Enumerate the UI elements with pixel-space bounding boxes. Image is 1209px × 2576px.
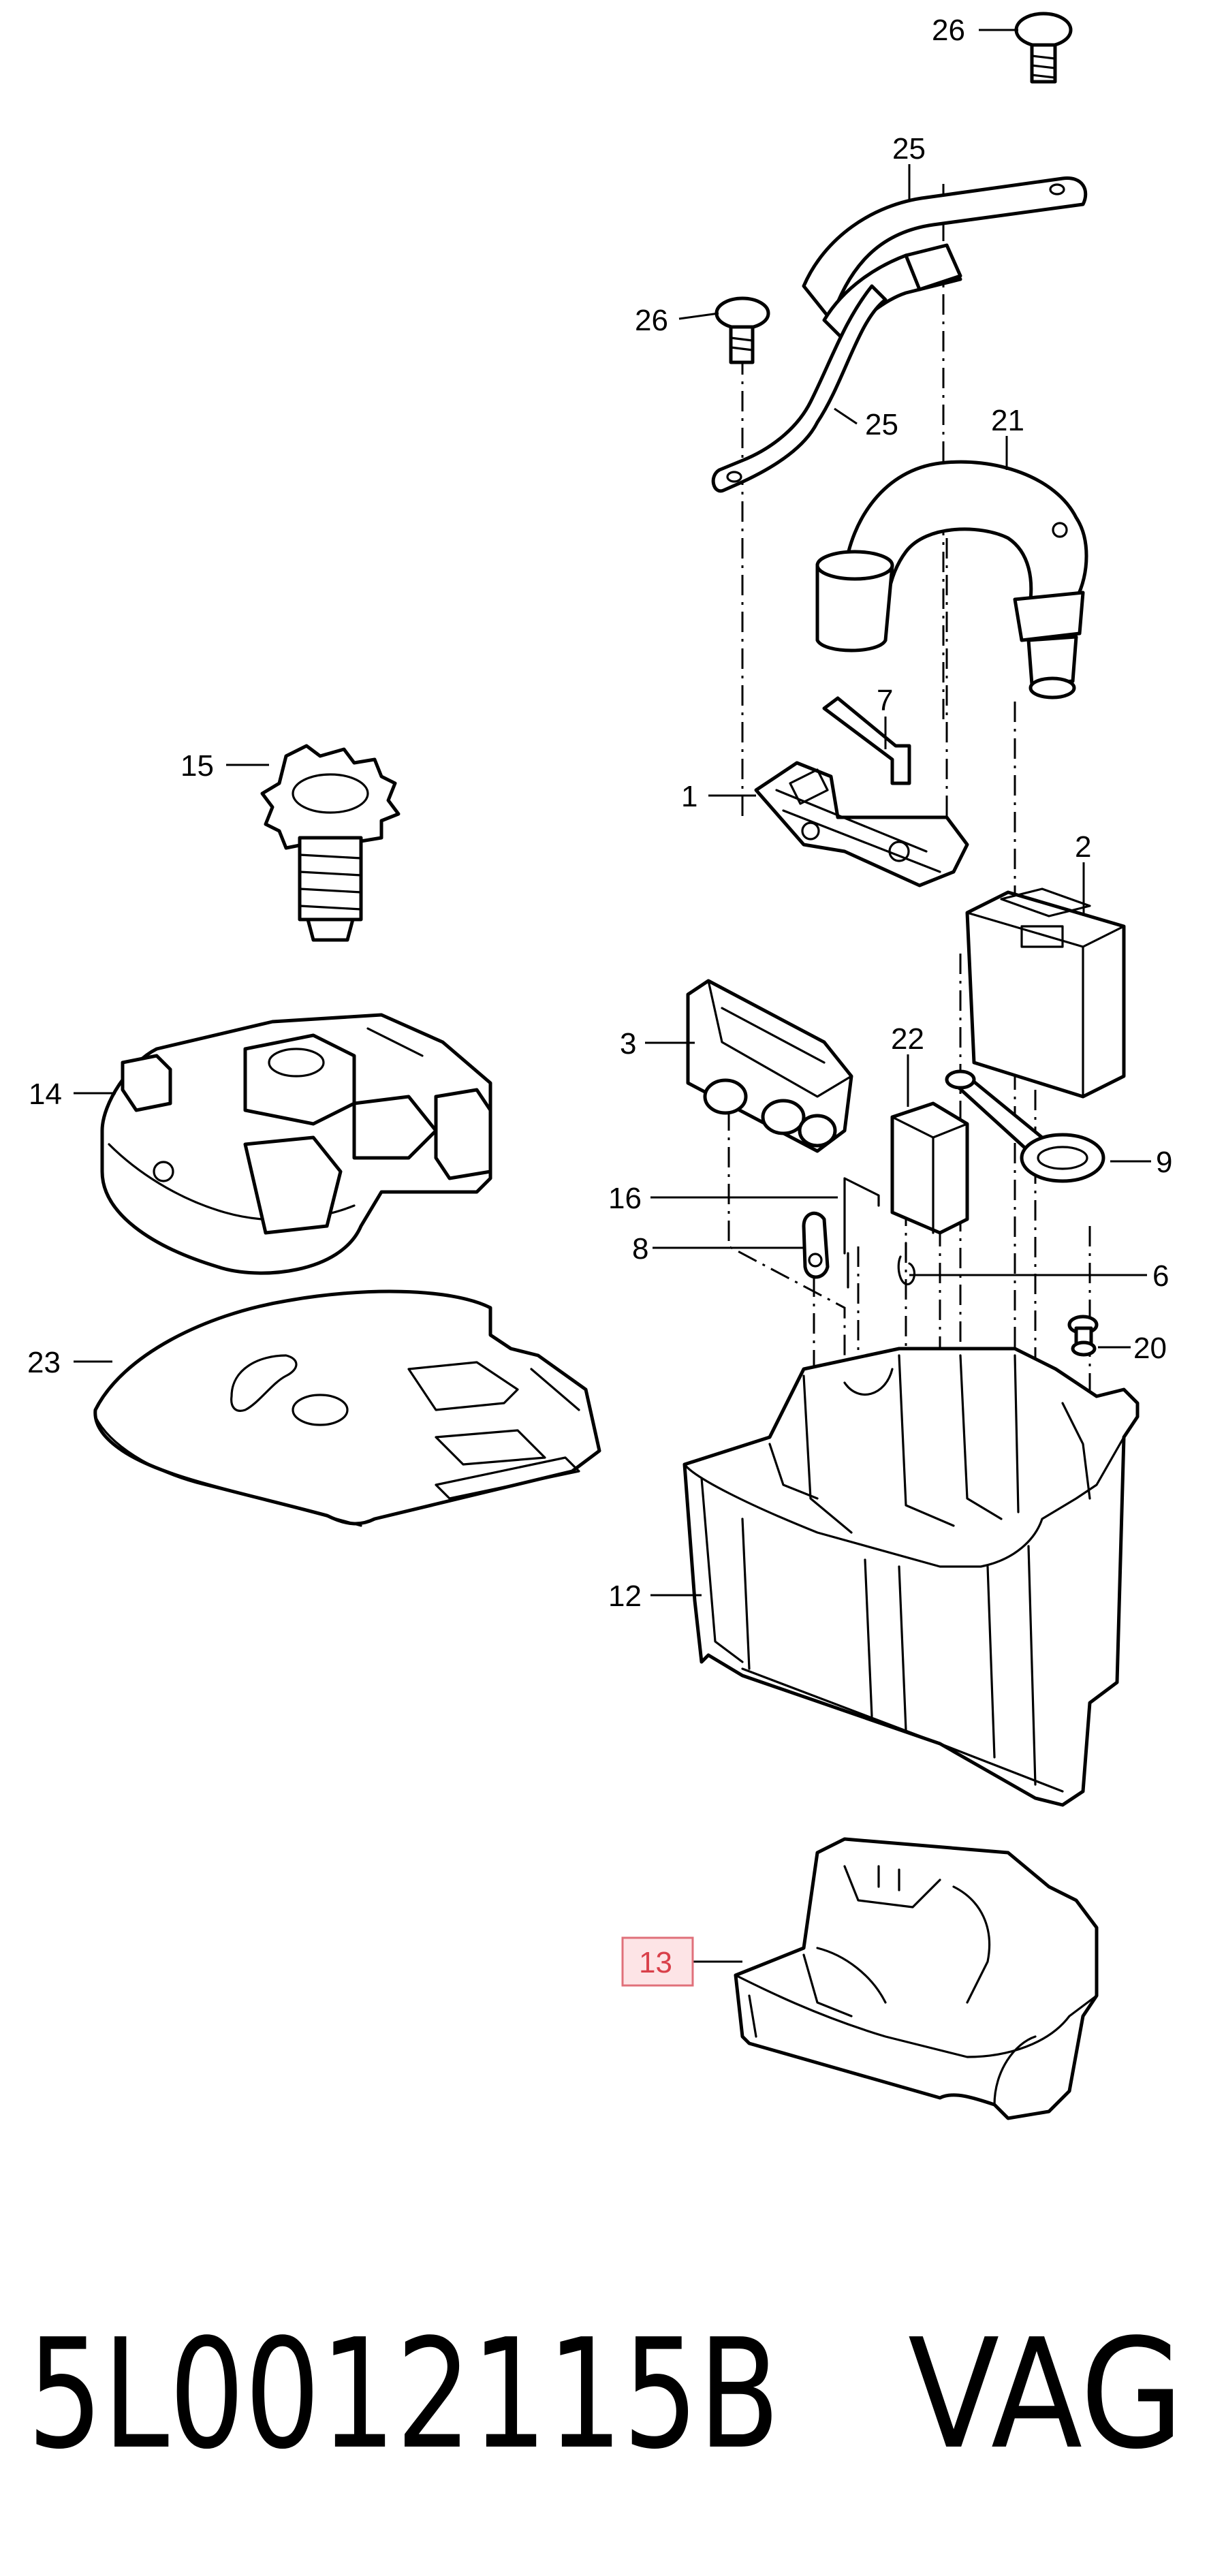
wire-hook-16-part <box>843 1177 880 1289</box>
jack-1-part <box>754 761 969 888</box>
callout-25-upper: 25 <box>892 132 926 166</box>
tray-insert-13-part <box>734 1837 1099 2120</box>
bolt-26-top-part <box>1014 12 1073 84</box>
callout-8: 8 <box>632 1232 648 1266</box>
callout-13-highlight: 13 <box>621 1936 694 1987</box>
callout-22: 22 <box>891 1022 924 1056</box>
hook-6-part <box>897 1242 916 1285</box>
callout-2: 2 <box>1075 830 1091 864</box>
handle-21-part <box>815 460 1088 700</box>
foam-insert-14-part <box>100 1013 492 1275</box>
callout-6: 6 <box>1152 1259 1169 1293</box>
callout-20: 20 <box>1133 1332 1167 1365</box>
tool-bag-3-part <box>686 979 853 1153</box>
clip-8-part <box>802 1211 830 1279</box>
plug-20-part <box>1067 1315 1099 1357</box>
bolt-26-middle-part <box>715 296 770 364</box>
part-number-caption: 5L0012115B <box>27 2307 780 2483</box>
callout-16: 16 <box>608 1182 642 1215</box>
floor-panel-23-part <box>93 1289 601 1527</box>
callout-23: 23 <box>27 1346 61 1379</box>
callout-3: 3 <box>620 1027 636 1061</box>
wing-bolt-15-part <box>260 744 401 942</box>
strap-25-lower-part <box>711 284 888 493</box>
callout-7: 7 <box>877 684 893 717</box>
callout-1: 1 <box>681 780 697 813</box>
strap-25-upper-part <box>802 176 1088 343</box>
callout-13: 13 <box>639 1946 672 1979</box>
callout-12: 12 <box>608 1580 642 1613</box>
callout-26-top: 26 <box>932 14 965 47</box>
callout-9: 9 <box>1156 1146 1172 1179</box>
leader-lines <box>74 29 1151 1963</box>
rod-7-part <box>822 696 911 785</box>
callout-14: 14 <box>29 1078 62 1111</box>
tray-12-part <box>682 1347 1140 1807</box>
box-2-part <box>965 888 1126 1099</box>
callout-21: 21 <box>991 404 1024 437</box>
caption: 5L0012115B VAG <box>27 2307 1184 2483</box>
brand-caption: VAG <box>908 2307 1184 2483</box>
callout-25-lower: 25 <box>865 408 898 441</box>
callout-26-middle: 26 <box>635 304 668 337</box>
callout-15: 15 <box>180 749 214 783</box>
highlight-box <box>621 1936 694 1987</box>
tow-eye-9-part <box>945 1069 1105 1183</box>
callout-labels: 26 25 26 25 21 7 15 1 2 3 22 14 9 16 8 6… <box>27 14 1172 1613</box>
pad-22-part <box>890 1101 969 1235</box>
